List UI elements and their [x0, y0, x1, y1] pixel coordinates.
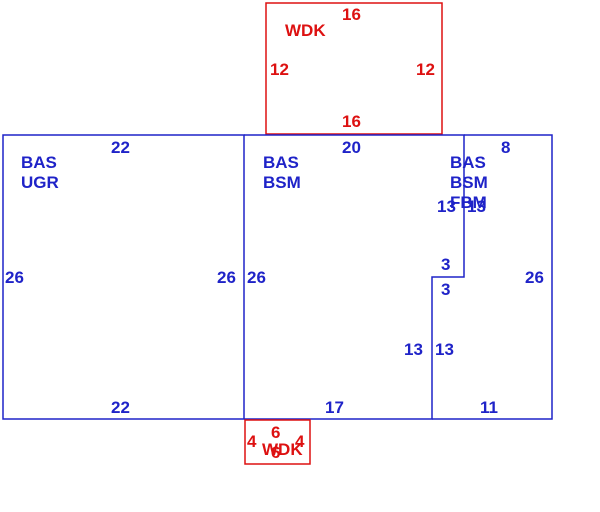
ugr-dim-left: 26	[5, 268, 24, 287]
wdk-bottom-dim-top: 6	[271, 423, 280, 442]
ugr-label-line2: UGR	[21, 173, 59, 192]
wdk-bottom-dim-left: 4	[247, 432, 257, 451]
wdk-bottom-label: WDK	[262, 440, 303, 459]
fbm-label-line3: FBM	[450, 193, 487, 212]
fbm-label-line2: BSM	[450, 173, 488, 192]
fbm-dim-top: 8	[501, 138, 510, 157]
ugr-dim-bottom: 22	[111, 398, 130, 417]
wdk-bottom-outline	[244, 419, 311, 465]
fbm-dim-right: 26	[525, 268, 544, 287]
wdk-bottom-area: 6 4 4 WDK 6	[244, 419, 311, 465]
fbm-dim-bottom: 11	[480, 398, 498, 417]
bsm-dim-bottom: 17	[325, 398, 344, 417]
ugr-dim-top: 22	[111, 138, 130, 157]
ugr-dim-right: 26	[217, 268, 236, 287]
fbm-label-line1: BAS	[450, 153, 486, 172]
wdk-top-dim-bottom: 16	[342, 112, 361, 131]
wdk-top-dim-left: 12	[270, 60, 289, 79]
wdk-top-outline	[265, 2, 443, 135]
bsm-label-line2: BSM	[263, 173, 301, 192]
bsm-dim-notch-inner: 13	[404, 340, 423, 359]
fbm-dim-notch-upper-left: 13	[437, 197, 456, 216]
bsm-dim-top: 20	[342, 138, 361, 157]
fbm-outline	[432, 134, 553, 420]
ugr-area: BAS UGR 22 26 26 22	[2, 134, 245, 420]
wdk-top-area: WDK 16 12 12 16	[265, 2, 443, 135]
wdk-top-dim-top: 16	[342, 5, 361, 24]
ugr-label-line1: BAS	[21, 153, 57, 172]
fbm-dim-step-bottom: 3	[441, 280, 450, 299]
ugr-outline	[2, 134, 245, 420]
fbm-dim-step-top: 3	[441, 255, 450, 274]
fbm-dim-notch-lower: 13	[435, 340, 454, 359]
wdk-bottom-dim-bottom: 6	[271, 443, 280, 462]
wdk-top-dim-right: 12	[416, 60, 435, 79]
bsm-label-line1: BAS	[263, 153, 299, 172]
bsm-dim-left: 26	[247, 268, 266, 287]
fbm-dim-notch-upper-right: 13	[467, 197, 486, 216]
bsm-outline	[244, 134, 465, 420]
fbm-area: BAS BSM FBM 8 26 11 13 13 3 3 13	[432, 134, 553, 420]
wdk-top-label: WDK	[285, 21, 326, 40]
bsm-area: BAS BSM 20 26 17 13	[244, 134, 465, 420]
wdk-bottom-dim-right: 4	[295, 432, 305, 451]
